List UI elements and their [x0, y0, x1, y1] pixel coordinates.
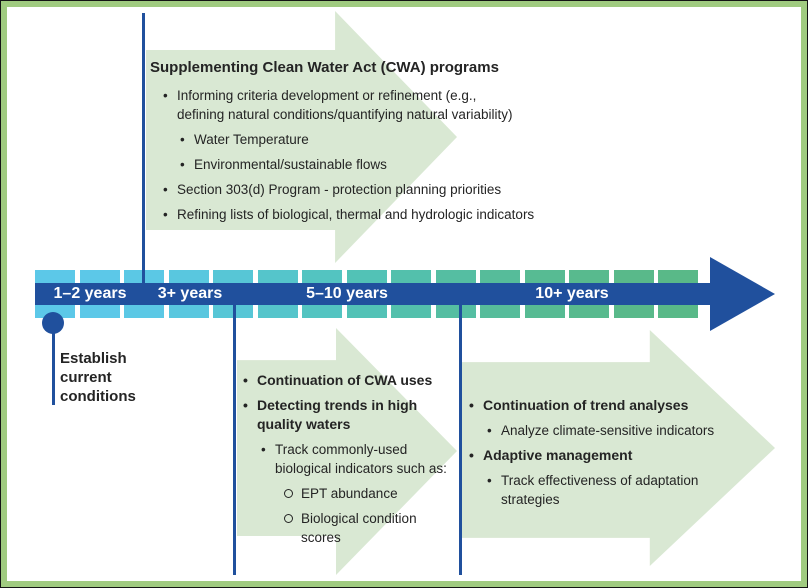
timeline-segment [480, 270, 520, 283]
timeline-segment [168, 270, 209, 283]
timeline-segment [658, 305, 698, 318]
timeline-segment [435, 305, 476, 318]
bullet-item-text: Refining lists of biological, thermal an… [177, 207, 535, 222]
phase-label-5-10-years: 5–10 years [306, 285, 388, 302]
bullet-icon: • [487, 423, 492, 438]
connector-line-top-arrow [142, 13, 145, 283]
timeline-segment [302, 270, 342, 283]
bullet-item-text: EPT abundance [301, 486, 398, 501]
bullet-item: • Track commonly-used biological indicato… [240, 440, 470, 478]
bullet-item: • Continuation of trend analyses [466, 396, 746, 415]
timeline-segment [524, 305, 565, 318]
cwa-programs-list: • Informing criteria development or refin… [150, 86, 570, 224]
bullet-item: • Environmental/sustainable flows [150, 155, 570, 174]
timeline-segment [613, 270, 654, 283]
start-marker-stem [52, 323, 55, 405]
bullet-item-text: Detecting trends in high quality waters [257, 397, 418, 432]
bullet-item: • Analyze climate-sensitive indicators [466, 421, 746, 440]
establish-conditions-label: Establish current conditions [60, 350, 136, 405]
timeline-segment [168, 305, 209, 318]
bullet-icon: • [180, 157, 185, 172]
adaptive-management-text-block: • Continuation of trend analyses • Analyze … [466, 390, 746, 509]
timeline-segment [391, 305, 431, 318]
cwa-programs-title: Supplementing Clean Water Act (CWA) prog… [150, 59, 499, 76]
timeline-segment [79, 270, 120, 283]
timeline-segment [524, 270, 565, 283]
timeline-segment [257, 305, 298, 318]
bullet-icon: • [469, 447, 474, 463]
bullet-item: • Informing criteria development or refin… [150, 86, 570, 124]
timeline-segment [213, 270, 253, 283]
timeline-segment [35, 270, 75, 283]
open-circle-bullet-icon [284, 489, 293, 498]
timeline-segment [302, 305, 342, 318]
bullet-icon: • [163, 207, 168, 222]
bullet-item-text: Section 303(d) Program - protection plan… [177, 182, 502, 197]
bullet-item-text: Continuation of trend analyses [483, 397, 689, 413]
bullet-item-text: Track effectiveness of adaptation strate… [501, 473, 699, 507]
connector-line-mid-arrow [233, 305, 236, 575]
timeline-segment [124, 305, 164, 318]
bullet-icon: • [487, 473, 492, 488]
bullet-item-text: Continuation of CWA uses [257, 372, 433, 388]
open-circle-bullet-icon [284, 514, 293, 523]
timeline-segment [346, 305, 387, 318]
bullet-item: • Continuation of CWA uses [240, 371, 470, 390]
phase-label-1-2-years: 1–2 years [53, 285, 127, 302]
timeline-segment [658, 270, 698, 283]
bullet-item-text: Analyze climate-sensitive indicators [501, 423, 715, 438]
bullet-item: • Water Temperature [150, 130, 570, 149]
timeline-segment [346, 270, 387, 283]
bullet-item-text: Track commonly-used biological indicator… [275, 442, 447, 476]
timeline-segments-bottom [35, 305, 698, 318]
bullet-item-text: Environmental/sustainable flows [194, 157, 387, 172]
timeline-band [35, 283, 710, 305]
bullet-item: • Refining lists of biological, thermal a… [150, 205, 570, 224]
bullet-icon: • [261, 442, 266, 457]
trend-detection-text-block: • Continuation of CWA uses • Detecting tren… [240, 365, 470, 547]
bullet-icon: • [469, 397, 474, 413]
timeline-segment [391, 270, 431, 283]
bullet-icon: • [180, 132, 185, 147]
bullet-item: • Adaptive management [466, 446, 746, 465]
bullet-icon: • [243, 372, 248, 388]
bullet-item-text: Informing criteria development or refine… [177, 88, 513, 122]
bullet-item-text: Adaptive management [483, 447, 633, 463]
bullet-item: • Detecting trends in high quality waters [240, 396, 470, 434]
phase-label-3-plus-years: 3+ years [157, 285, 223, 302]
timeline-segment [435, 270, 476, 283]
bullet-item-text: Biological condition scores [301, 511, 417, 545]
bullet-icon: • [243, 397, 248, 413]
bullet-item: • Track effectiveness of adaptation strat… [466, 471, 746, 509]
timeline-segment [79, 305, 120, 318]
adaptive-management-list: • Continuation of trend analyses • Analyze … [466, 396, 746, 509]
bullet-item-text: Water Temperature [194, 132, 309, 147]
timeline-segment [480, 305, 520, 318]
timeline-segment [569, 305, 609, 318]
bullet-item: EPT abundance [240, 484, 470, 503]
bullet-item: Biological condition scores [240, 509, 470, 547]
timeline-segment [569, 270, 609, 283]
start-marker-dot [42, 312, 64, 334]
timeline-segment [613, 305, 654, 318]
connector-line-right-arrow [459, 305, 462, 575]
bullet-icon: • [163, 88, 168, 103]
phase-label-10-plus-years: 10+ years [535, 285, 609, 302]
bullet-item: • Section 303(d) Program - protection pla… [150, 180, 570, 199]
cwa-programs-text-block: Supplementing Clean Water Act (CWA) prog… [150, 58, 570, 224]
bullet-icon: • [163, 182, 168, 197]
timeline-segments-top [35, 270, 698, 283]
timeline-segment [257, 270, 298, 283]
trend-detection-list: • Continuation of CWA uses • Detecting tren… [240, 371, 470, 547]
